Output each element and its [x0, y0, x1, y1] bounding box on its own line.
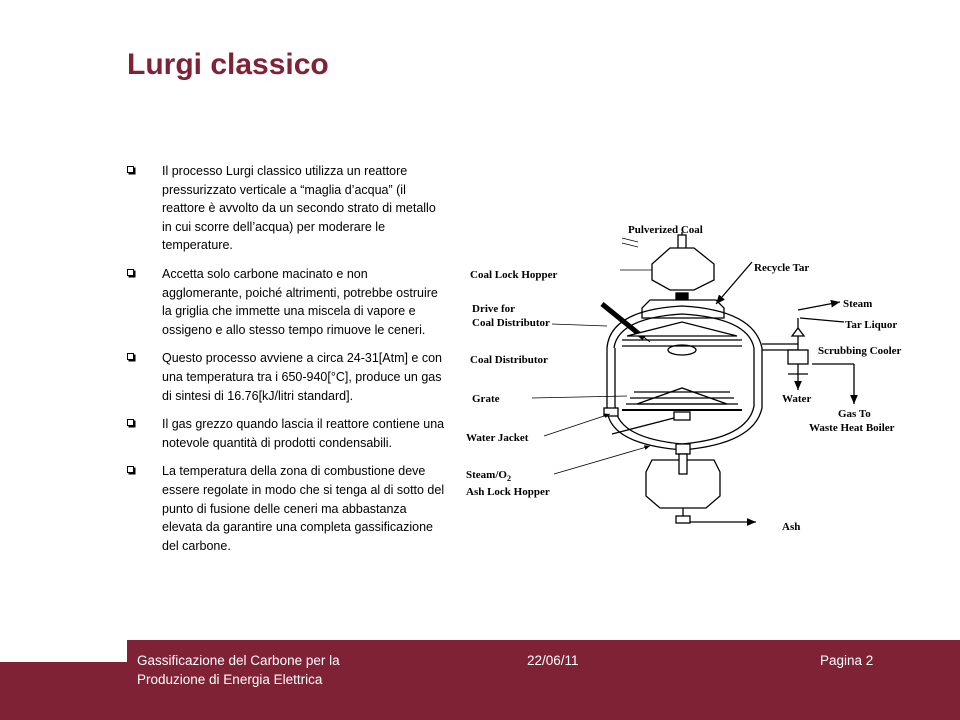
label-grate: Grate: [472, 393, 500, 405]
lurgi-gasifier-diagram: Pulverized Coal Coal Lock Hopper Recycle…: [466, 224, 902, 533]
square-bullet-icon: [127, 353, 134, 361]
footer-title-line1: Gassificazione del Carbone per la: [137, 653, 340, 668]
label-steam-o2: Steam/O2: [466, 469, 511, 483]
bullet-text: Il processo Lurgi classico utilizza un r…: [162, 164, 436, 253]
square-bullet-icon: [127, 419, 134, 427]
square-bullet-icon: [127, 166, 134, 173]
label-coal-lock-hopper: Coal Lock Hopper: [470, 269, 558, 281]
bullet-item: Questo processo avviene a circa 24-31[At…: [127, 349, 447, 405]
slide-title: Lurgi classico: [127, 48, 329, 81]
footer-title: Gassificazione del Carbone per la Produz…: [137, 651, 340, 689]
footer-bar: Gassificazione del Carbone per la Produz…: [0, 640, 960, 720]
label-scrubbing-cooler: Scrubbing Cooler: [818, 345, 902, 357]
square-bullet-icon: [127, 268, 134, 276]
bullet-text: La temperatura della zona di combustione…: [162, 464, 445, 553]
label-tar-liquor: Tar Liquor: [845, 319, 897, 331]
label-gas-to: Gas To: [838, 408, 871, 420]
square-bullet-icon: [127, 466, 134, 474]
gasifier-drawing: [531, 232, 858, 526]
label-drive-for: Drive for: [472, 303, 515, 315]
bullet-list: Il processo Lurgi classico utilizza un r…: [127, 162, 447, 565]
bullet-text: Accetta solo carbone macinato e non aggl…: [162, 266, 438, 337]
label-recycle-tar: Recycle Tar: [754, 262, 809, 274]
label-ash: Ash: [782, 521, 800, 533]
label-water-jacket: Water Jacket: [466, 432, 529, 444]
bullet-text: Questo processo avviene a circa 24-31[At…: [162, 351, 443, 403]
label-ash-lock-hopper: Ash Lock Hopper: [466, 486, 550, 498]
label-waste-heat-boiler: Waste Heat Boiler: [809, 422, 895, 434]
bullet-item: Il gas grezzo quando lascia il reattore …: [127, 415, 447, 452]
label-coal-distributor-drive: Coal Distributor: [472, 317, 550, 329]
label-water: Water: [782, 393, 811, 405]
footer-block: [127, 640, 960, 720]
footer-date: 22/06/11: [527, 653, 579, 668]
bullet-item: Accetta solo carbone macinato e non aggl…: [127, 265, 447, 339]
label-pulverized-coal: Pulverized Coal: [628, 224, 703, 236]
label-coal-distributor: Coal Distributor: [470, 354, 548, 366]
footer-page-number: Pagina 2: [820, 653, 874, 668]
footer-title-line2: Produzione di Energia Elettrica: [137, 672, 323, 687]
bullet-item: La temperatura della zona di combustione…: [127, 462, 447, 555]
bullet-text: Il gas grezzo quando lascia il reattore …: [162, 417, 445, 450]
bullet-item: Il processo Lurgi classico utilizza un r…: [127, 162, 447, 255]
label-steam: Steam: [843, 298, 872, 310]
